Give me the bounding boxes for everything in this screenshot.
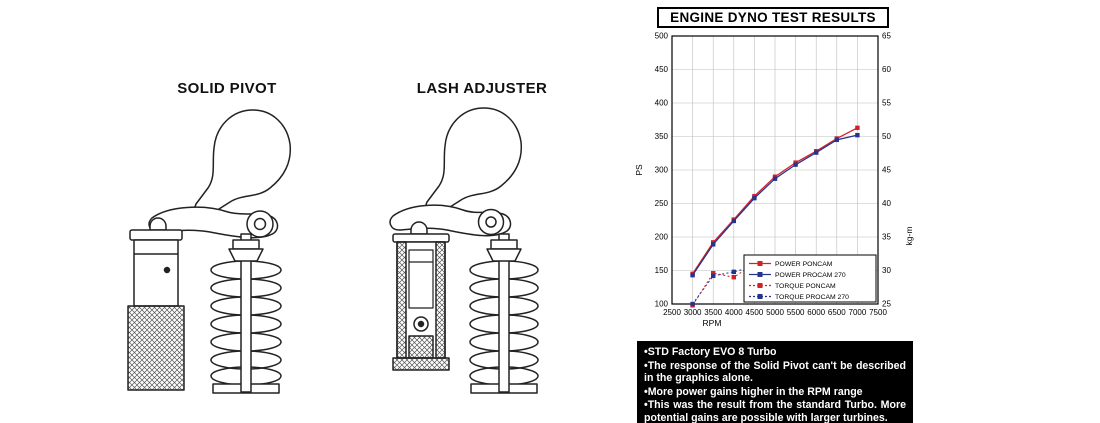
note-line: •This was the result from the standard T… — [644, 399, 906, 423]
svg-text:55: 55 — [882, 99, 891, 108]
note-line: •More power gains higher in the RPM rang… — [644, 385, 863, 398]
svg-text:300: 300 — [655, 166, 669, 175]
cam-lobe-icon — [425, 107, 523, 216]
dyno-panel: ENGINE DYNO TEST RESULTS 100 150 200 250 300… — [630, 0, 950, 423]
svg-text:500: 500 — [655, 32, 669, 41]
svg-text:4500: 4500 — [746, 308, 764, 317]
solid-pivot-lifter — [127, 217, 185, 391]
lash-adjuster-diagram — [389, 107, 539, 394]
rocker-arm — [389, 204, 512, 237]
svg-text:7000: 7000 — [849, 308, 867, 317]
notes-box: •STD Factory EVO 8 Turbo •The response o… — [637, 341, 913, 423]
svg-text:3000: 3000 — [684, 308, 702, 317]
svg-text:200: 200 — [655, 233, 669, 242]
svg-text:50: 50 — [882, 132, 891, 141]
svg-text:65: 65 — [882, 32, 891, 41]
svg-text:35: 35 — [882, 233, 891, 242]
y-axis-left-title: PS — [634, 164, 644, 176]
svg-text:250: 250 — [655, 199, 669, 208]
svg-text:45: 45 — [882, 166, 891, 175]
svg-text:40: 40 — [882, 199, 891, 208]
solid-pivot-label: SOLID PIVOT — [177, 80, 277, 97]
svg-text:6500: 6500 — [828, 308, 846, 317]
legend-label: POWER PONCAM — [775, 261, 833, 268]
series-power-procam-270 — [690, 132, 860, 278]
svg-text:400: 400 — [655, 99, 669, 108]
svg-text:4000: 4000 — [725, 308, 743, 317]
svg-text:450: 450 — [655, 65, 669, 74]
svg-text:5000: 5000 — [766, 308, 784, 317]
legend-label: TORQUE PONCAM — [775, 283, 836, 290]
chart-plot-border — [671, 35, 879, 305]
svg-text:60: 60 — [882, 65, 891, 74]
lash-adjuster-label: LASH ADJUSTER — [416, 80, 548, 97]
chart-title: ENGINE DYNO TEST RESULTS — [657, 7, 889, 28]
cam-lobe-icon — [194, 109, 292, 218]
svg-text:150: 150 — [655, 266, 669, 275]
note-line: •The response of the Solid Pivot can't b… — [644, 359, 906, 385]
svg-text:350: 350 — [655, 132, 669, 141]
x-axis-title: RPM — [703, 318, 722, 328]
svg-text:30: 30 — [882, 266, 891, 275]
svg-text:2500: 2500 — [663, 308, 681, 317]
dyno-chart: 100 150 200 250 300 350 400 450 500 25 30 35 40 45 50 5… — [634, 32, 914, 328]
svg-text:100: 100 — [655, 300, 669, 309]
note-line: •STD Factory EVO 8 Turbo — [644, 346, 777, 358]
svg-text:7500: 7500 — [869, 308, 887, 317]
svg-text:5500: 5500 — [787, 308, 805, 317]
svg-text:25: 25 — [882, 300, 891, 309]
legend-label: TORQUE PROCAM 270 — [775, 294, 849, 301]
solid-pivot-diagram — [127, 109, 292, 394]
y-axis-right-title: kg-m — [904, 227, 914, 246]
valve-stem — [212, 233, 280, 394]
chart-axis-labels: 100 150 200 250 300 350 400 450 500 25 30 35 40 45 50 5… — [634, 32, 914, 328]
legend-label: POWER PROCAM 270 — [775, 272, 846, 279]
hydraulic-lash-adjuster — [392, 221, 450, 371]
valve-stem — [470, 233, 538, 394]
svg-text:6000: 6000 — [807, 308, 825, 317]
svg-text:3500: 3500 — [704, 308, 722, 317]
